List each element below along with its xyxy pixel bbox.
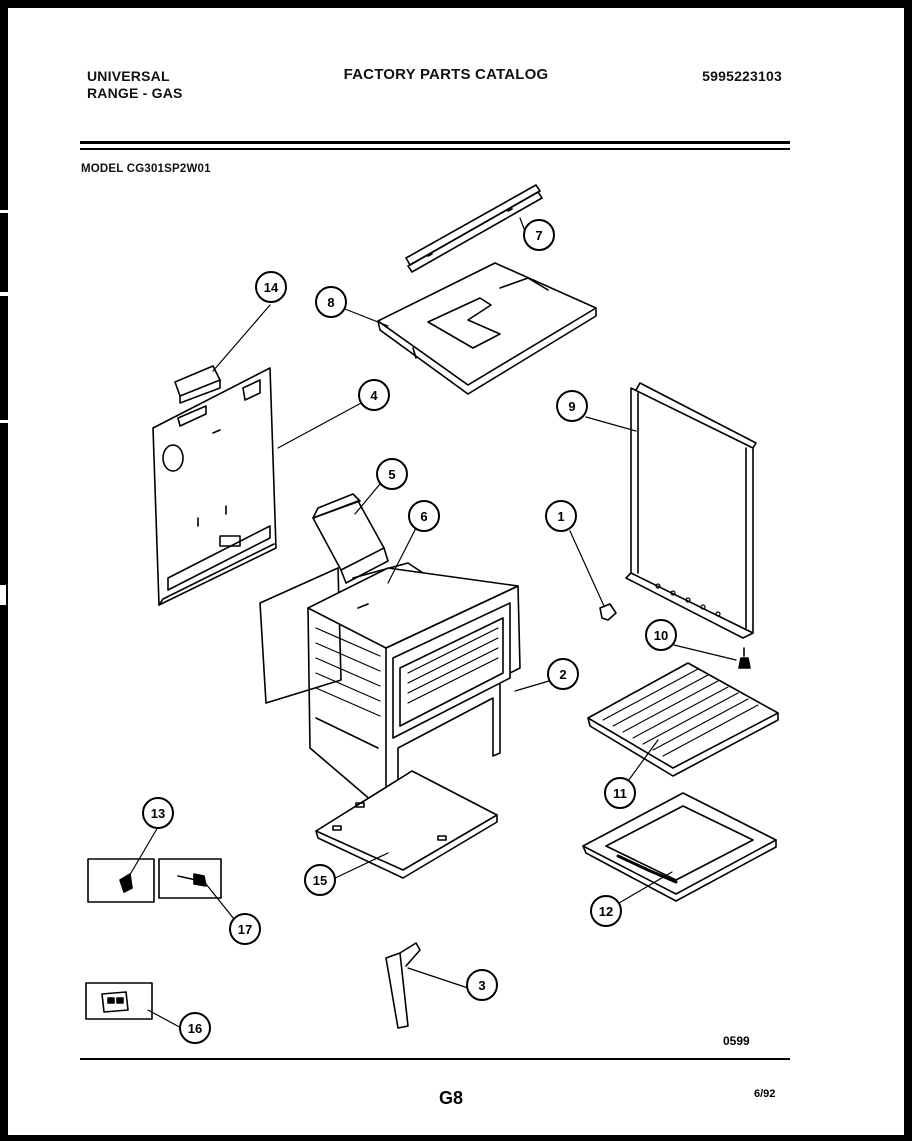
callout-2-label: 2 <box>559 667 566 682</box>
exploded-parts-diagram: 1 2 3 4 5 6 7 8 <box>85 184 779 1044</box>
header-rule-thin <box>80 148 790 150</box>
callout-15-label: 15 <box>313 873 327 888</box>
part-11-oven-rack <box>587 662 779 777</box>
callout-1-label: 1 <box>557 509 564 524</box>
callout-9: 9 <box>556 390 588 422</box>
page-code: G8 <box>438 1088 463 1108</box>
brand-title: UNIVERSAL RANGE - GAS <box>87 68 183 102</box>
callout-14: 14 <box>255 271 287 303</box>
brand-line-1: UNIVERSAL <box>87 68 170 84</box>
callout-1: 1 <box>545 500 577 532</box>
callout-13-label: 13 <box>151 806 165 821</box>
callout-3-label: 3 <box>478 978 485 993</box>
part-10-leveler <box>738 647 751 669</box>
header-rule <box>80 141 790 144</box>
part-5-vent-duct <box>312 493 389 584</box>
catalog-number: 5995223103 <box>702 68 782 84</box>
callout-4: 4 <box>358 379 390 411</box>
callout-15: 15 <box>304 864 336 896</box>
callout-8: 8 <box>315 286 347 318</box>
callout-9-label: 9 <box>568 399 575 414</box>
callout-5-label: 5 <box>388 467 395 482</box>
callout-8-label: 8 <box>327 295 334 310</box>
callout-10-label: 10 <box>654 628 668 643</box>
callout-6-label: 6 <box>420 509 427 524</box>
drawing-code: 0599 <box>723 1034 750 1048</box>
part-13-bracket <box>87 858 155 903</box>
scan-edge-mark <box>0 210 8 213</box>
part-17-screw <box>158 858 222 899</box>
callout-17-label: 17 <box>238 922 252 937</box>
part-1-clip <box>599 603 617 621</box>
callout-14-label: 14 <box>264 280 279 295</box>
footer-rule <box>80 1058 790 1060</box>
catalog-page: UNIVERSAL RANGE - GAS FACTORY PARTS CATA… <box>8 8 904 1135</box>
part-14-bracket <box>174 365 221 404</box>
callout-2: 2 <box>547 658 579 690</box>
callout-6: 6 <box>408 500 440 532</box>
callout-4-label: 4 <box>370 388 378 403</box>
part-9-side-panel <box>625 382 757 639</box>
part-15-bottom-panel <box>315 770 498 879</box>
callout-16-label: 16 <box>188 1021 202 1036</box>
callout-7: 7 <box>523 219 555 251</box>
scan-edge-mark <box>0 585 6 605</box>
model-label: MODEL CG301SP2W01 <box>81 163 211 175</box>
callout-13: 13 <box>142 797 174 829</box>
part-7-trim-strip <box>405 184 543 273</box>
callout-11-label: 11 <box>613 786 627 801</box>
callout-12-label: 12 <box>599 904 613 919</box>
callout-5: 5 <box>376 458 408 490</box>
scan-edge-mark <box>0 292 8 296</box>
part-12-broiler-pan <box>582 792 777 902</box>
leader-lines <box>127 217 737 1031</box>
part-2-oven-body <box>259 567 521 814</box>
callout-16: 16 <box>179 1012 211 1044</box>
callout-11: 11 <box>604 777 636 809</box>
callout-12: 12 <box>590 895 622 927</box>
callout-7-label: 7 <box>535 228 542 243</box>
date-code: 6/92 <box>754 1088 776 1100</box>
part-4-back-panel <box>152 367 277 606</box>
part-3-bracket <box>385 942 421 1029</box>
part-8-cooktop-panel <box>377 262 597 395</box>
brand-line-2: RANGE - GAS <box>87 85 183 101</box>
scan-edge-mark <box>0 420 8 423</box>
callout-17: 17 <box>229 913 261 945</box>
callout-10: 10 <box>645 619 677 651</box>
part-16-clip <box>85 982 153 1020</box>
callout-3: 3 <box>466 969 498 1001</box>
catalog-title: FACTORY PARTS CATALOG <box>343 66 549 83</box>
